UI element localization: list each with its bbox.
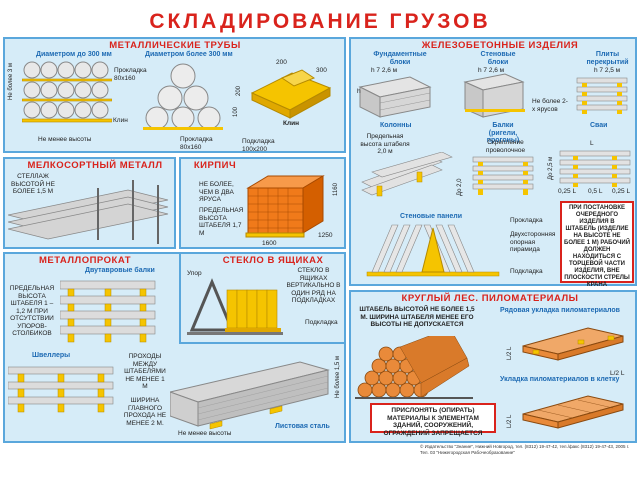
brick-stack [245,175,325,238]
piles-025a: 0,25 L [558,188,577,195]
pipes-gasket-label: Прокладка 80x160 [114,67,147,82]
piles-05: 0,5 L [588,188,603,195]
timber-title: КРУГЛЫЙ ЛЕС. ПИЛОМАТЕРИАЛЫ [401,293,579,304]
pipes-gasket3-label: Подкладка 100x200 [242,138,275,153]
dim-1160: 1160 [333,183,339,196]
wall-tiers: Не более 2-х ярусов [532,98,568,113]
pipes-wedge-label: Клин [113,117,128,124]
brick-title: КИРПИЧ [193,160,237,171]
beams-stack [472,156,534,195]
glass-note: СТЕКЛО В ЯЩИКАХ ВЕРТИКАЛЬНО В ОДИН РЯД Н… [286,267,341,304]
ibeam-stack [60,280,156,343]
cage-laying-label: Укладка пиломатериалов в клетку [500,376,620,383]
row-laying-label: Рядовая укладка пиломатериалов [500,307,620,314]
panels-label: Стеновые панели [400,213,462,220]
sheet-max15: Не более 1,5 м [335,356,341,398]
glass-title: СТЕКЛО В ЯЩИКАХ [222,255,324,266]
foundation-blocks [358,76,432,118]
panels-pad: Прокладка [510,217,543,224]
main-passage-note: ШИРИНА ГЛАВНОГО ПРОХОДА НЕ МЕНЕЕ 2 М. [123,397,167,427]
timber-stack-note: ШТАБЕЛЬ ВЫСОТОЙ НЕ БОЛЕЕ 1,5 М. ШИРИНА Ш… [359,306,475,328]
pipes-min-height: Не менее высоты [38,136,92,143]
foundation-h: h 7 2,6 м [371,67,398,74]
footer-credits: © Издательство "Знание", Нижний Новгород… [420,444,630,455]
poster-title: СКЛАДИРОВАНИЕ ГРУЗОВ [149,10,491,33]
ibeams-label: Двутавровые балки [85,267,155,274]
sheet-min-height: Не менее высоты [178,430,232,437]
passages-note: ПРОХОДЫ МЕЖДУ ШТАБЕЛЯМИ НЕ МЕНЕЕ 1 М [124,353,166,390]
pipes-max3: Не более 3 м [8,63,14,100]
columns-note: Предельная высота штабеля 2,0 м [360,133,410,155]
timber-warning: ПРИСЛОНЯТЬ (ОПИРАТЬ) МАТЕРИАЛЫ К ЭЛЕМЕНТ… [370,403,496,437]
fine-metal-rack [8,180,169,244]
pipes-diam-small: Диаметром до 300 мм [36,51,112,58]
glass-boxes [187,278,283,335]
foundation-label: Фундаментные блоки [373,51,427,66]
piles-L: L [590,140,594,147]
rolled-metal-title: МЕТАЛЛОПРОКАТ [38,255,132,266]
slabs-label: Плиты перекрытий [586,51,629,66]
pipes-diam-large: Диаметром более 300 мм [145,51,233,58]
slabs-h: h 7 2,5 м [594,67,621,74]
limit-note: ПРЕДЕЛЬНАЯ ВЫСОТА ШТАБЕЛЯ 1 – 1,2 М ПРИ … [9,285,55,337]
small-pipes-stack [22,61,112,123]
log-stack [355,336,473,399]
dim-1250: 1250 [318,232,333,239]
row-lumber [522,327,624,361]
piles-stack [559,150,631,187]
fine-metal-title: МЕЛКОСОРТНЫЙ МЕТАЛЛ [27,160,163,171]
slabs-stack [576,77,628,114]
wall-panels [366,224,500,277]
glass-pad: Подкладка [305,319,338,326]
pipes-gasket2-label: Прокладка 80x160 [180,136,213,151]
dim-200-a: 200 [276,59,287,66]
channel-stack [8,366,114,413]
cage-l12c: L/2 L [610,370,625,377]
panels-pyramid: Двухсторонняя опорная пирамида [510,231,556,253]
wedge2-label: Клин [283,120,300,127]
wire-label: Скрепление проволочное [485,139,526,154]
wall-label: Стеновые блоки [480,51,516,66]
beams-label: Балки (ригели, прогоны) [486,122,520,144]
wall-blocks [463,73,525,118]
columns-stack [361,152,453,197]
channels-label: Швеллеры [32,352,71,359]
dim-200-b: 200 [236,85,242,96]
rack-note: СТЕЛЛАЖ ВЫСОТОЙ НЕ БОЛЕЕ 1,5 М [11,173,55,195]
cage-lumber [522,395,624,429]
foundation-h-mark: h [357,88,361,95]
glass-stop: Упор [187,270,202,277]
dim-1600: 1600 [262,240,277,247]
concrete-title: ЖЕЛЕЗОБЕТОННЫЕ ИЗДЕЛИЯ [421,40,579,51]
panels-pad2: Подкладка [510,268,543,275]
brick-note1: НЕ БОЛЕЕ, ЧЕМ В ДВА ЯРУСА [199,181,234,203]
sheet-steel-stack [170,361,330,430]
piles-d25: До 2,5 м [548,156,554,180]
piles-025b: 0,25 L [612,188,631,195]
dim-100: 100 [233,106,239,117]
sheet-steel-label: Листовая сталь [275,423,330,430]
row-l12: L/2 L [507,346,513,360]
piles-label: Сваи [590,122,608,129]
columns-label: Колонны [380,122,412,129]
dim-300: 300 [316,67,327,74]
wedge-block [250,69,332,119]
wall-h: h 7 2,6 м [478,67,505,74]
cage-l12: L/2 L [507,414,513,428]
beams-d20: До 2,0 [457,178,463,196]
large-pipes-stack [143,63,223,130]
brick-note2: ПРЕДЕЛЬНАЯ ВЫСОТА ШТАБЕЛЯ 1,7 М [199,207,244,237]
metal-pipes-title: МЕТАЛЛИЧЕСКИЕ ТРУБЫ [109,40,241,51]
concrete-warning: ПРИ ПОСТАНОВКЕ ОЧЕРЕДНОГО ИЗДЕЛИЯ В ШТАБ… [560,201,634,288]
